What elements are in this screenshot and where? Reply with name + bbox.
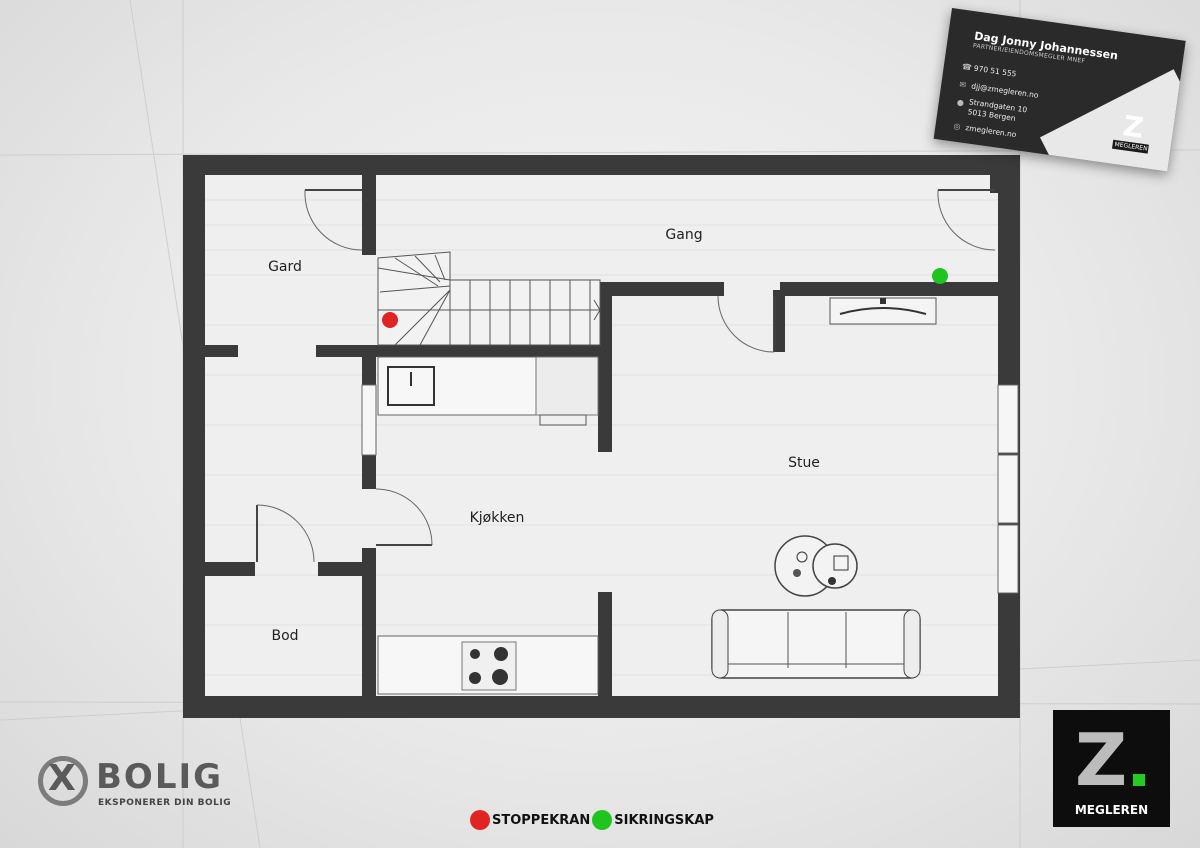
door-bod	[256, 504, 315, 563]
window-kitchen-left	[361, 384, 377, 456]
stoppekran-legend-dot	[470, 810, 490, 830]
wall-door-jamb	[773, 290, 785, 352]
room-label-bod: Bod	[271, 628, 298, 644]
legend-stoppekran: STOPPEKRAN	[492, 812, 591, 828]
wall-bod-north-right	[318, 562, 376, 576]
stoppekran-marker	[382, 312, 398, 328]
sikringskap-legend-dot	[592, 810, 613, 830]
phone-icon: ☎	[961, 61, 973, 73]
legend: STOPPEKRAN SIKRINGSKAP	[470, 808, 716, 832]
room-label-gard: Gard	[268, 259, 302, 275]
globe-icon: ◎	[952, 121, 962, 132]
wall-kitchen-stue-top	[598, 282, 612, 452]
card-email: djj@zmegleren.no	[970, 81, 1040, 100]
room-label-stue: Stue	[788, 455, 820, 471]
location-pin-icon: ●	[956, 97, 965, 108]
oven-handle	[539, 414, 587, 426]
window-right-3	[997, 524, 1019, 594]
wall-gang-south-left	[598, 282, 724, 296]
wall-west-mid2	[362, 455, 376, 489]
wall-stair-south	[376, 345, 606, 357]
sink	[387, 366, 435, 406]
wall-gard-south-right	[316, 345, 376, 357]
z-logo-dot	[1133, 774, 1145, 786]
xbolig-wordmark: BOLIG	[96, 757, 224, 797]
wall-kitchen-stue-bottom	[598, 592, 612, 696]
room-label-kjokken: Kjøkken	[470, 510, 525, 526]
xbolig-x-icon: X	[48, 758, 76, 799]
coffee-tables	[774, 535, 858, 597]
xbolig-circle-icon	[38, 756, 88, 806]
z-logo-mark: Z	[1075, 718, 1128, 802]
xbolig-tagline: EKSPONERER DIN BOLIG	[98, 798, 232, 808]
kitchen-lower-counter	[377, 635, 599, 695]
z-logo-name: MEGLEREN	[1074, 803, 1149, 817]
sofa	[711, 609, 921, 679]
wall-gang-east-stub	[990, 175, 998, 193]
fridge	[535, 356, 599, 416]
email-icon: ✉	[958, 79, 967, 90]
card-corner-decoration	[1039, 69, 1186, 172]
door-gard	[304, 189, 363, 251]
wall-gang-south-right	[780, 282, 998, 296]
window-right-1	[997, 384, 1019, 454]
door-kitchen	[375, 488, 433, 546]
xbolig-logo: X BOLIG EKSPONERER DIN BOLIG	[38, 756, 238, 812]
cooktop	[461, 641, 517, 691]
wall-bod-north-left	[205, 562, 255, 576]
staircase	[377, 251, 601, 346]
door-stue	[717, 295, 775, 353]
sikringskap-marker	[932, 268, 948, 284]
zmegleren-logo: Z MEGLEREN	[1053, 710, 1170, 827]
card-logo-mark: Z	[1120, 109, 1146, 145]
window-right-2	[997, 454, 1019, 524]
door-gang-entry	[937, 189, 996, 251]
wall-west-bottom	[362, 548, 376, 696]
card-phone: 970 51 555	[973, 63, 1018, 79]
legend-sikringskap: SIKRINGSKAP	[614, 812, 714, 828]
wall-gard-south-left	[205, 345, 238, 357]
kitchen-upper-counter	[377, 356, 599, 426]
room-label-gang: Gang	[665, 227, 702, 243]
wall-gard-east-top	[362, 175, 376, 255]
card-logo: Z MEGLEREN	[1111, 109, 1153, 155]
tv-unit	[829, 297, 937, 325]
card-web: zmegleren.no	[964, 123, 1017, 140]
